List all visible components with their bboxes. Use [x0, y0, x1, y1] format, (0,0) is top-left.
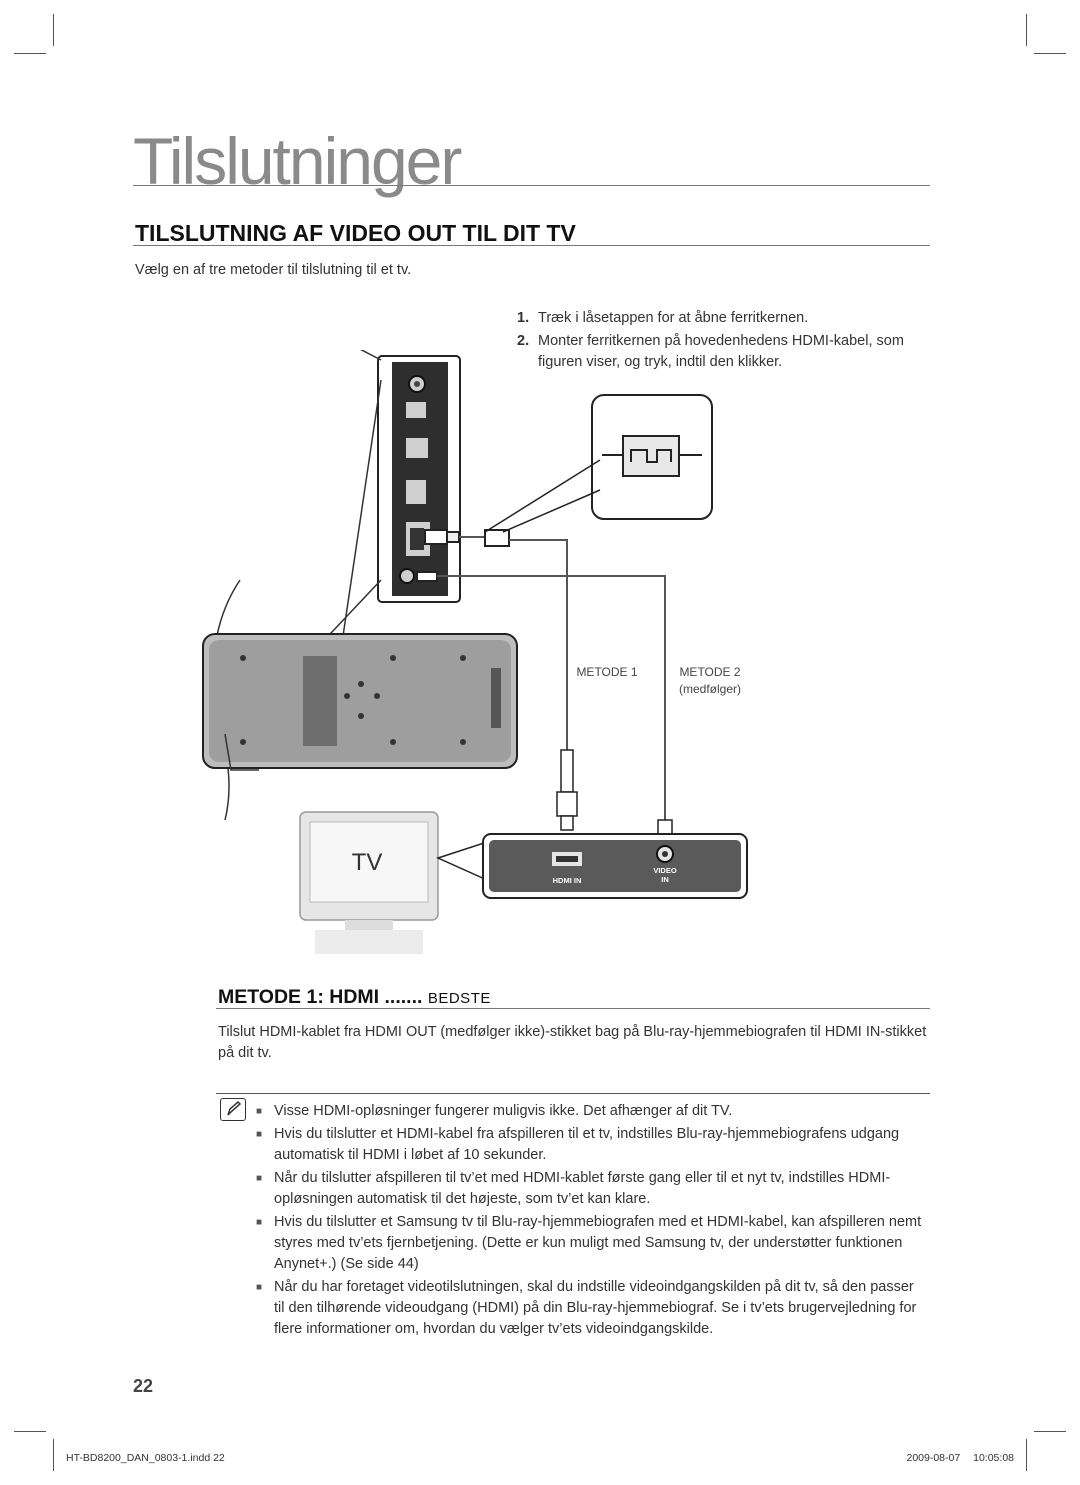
note-item: ■ Hvis du tilslutter et Samsung tv til Bl…: [255, 1212, 925, 1275]
bullet-icon: ■: [256, 1129, 263, 1140]
ferrite-steps: 1. Træk i låsetappen for at åbne ferritk…: [517, 308, 917, 375]
chapter-title: Tilslutninger: [133, 124, 462, 198]
note-text: Når du har foretaget videotilslutningen,…: [274, 1279, 917, 1337]
crop-mark: [53, 14, 54, 46]
section-divider: [133, 245, 930, 246]
bullet-icon: ■: [256, 1106, 263, 1117]
note-item: ■ Visse HDMI-opløsninger fungerer muligvi…: [255, 1101, 925, 1122]
method-title-sub: BEDSTE: [427, 990, 491, 1007]
note-text: Hvis du tilslutter et HDMI-kabel fra afs…: [274, 1126, 900, 1163]
notes-divider: [216, 1093, 930, 1094]
notes-list: ■ Visse HDMI-opløsninger fungerer muligvi…: [255, 1101, 925, 1342]
composite-cable-method2: [416, 571, 666, 820]
rear-panel-zoom: [377, 355, 461, 603]
note-text: Hvis du tilslutter et Samsung tv til Blu…: [274, 1214, 922, 1272]
crop-mark: [14, 1431, 46, 1432]
crop-mark: [1026, 1439, 1027, 1471]
note-item: ■ Hvis du tilslutter et HDMI-kabel fra af…: [255, 1124, 925, 1166]
tv-input-panel: HDMI IN VIDEO IN: [435, 833, 748, 899]
method-title: METODE 1: HDMI ....... BEDSTE: [218, 986, 491, 1009]
method2-sublabel: (medfølger): [679, 682, 741, 696]
note-icon: [220, 1098, 246, 1121]
step-text: Monter ferritkernen på hovedenhedens HDM…: [538, 333, 904, 370]
page-number: 22: [133, 1376, 154, 1396]
ferrite-core-zoom: [484, 394, 713, 533]
method2-label: METODE 2: [679, 665, 740, 679]
note-text: Når du tilslutter afspilleren til tv’et …: [274, 1170, 891, 1207]
footer-file: HT-BD8200_DAN_0803-1.indd 22: [66, 1452, 225, 1464]
hdmi-cable-method1: [424, 529, 568, 750]
footer-timestamp: 2009-08-07 10:05:08: [906, 1452, 1014, 1464]
video-in-label: VIDEO: [653, 866, 677, 875]
crop-mark: [1034, 53, 1066, 54]
crop-mark: [1026, 14, 1027, 46]
step-item: 2. Monter ferritkernen på hovedenhedens …: [517, 331, 917, 373]
section-title: TILSLUTNING AF VIDEO OUT TIL DIT TV: [135, 220, 576, 246]
method-title-main: METODE 1: HDMI .......: [218, 986, 423, 1008]
method-divider: [216, 1008, 930, 1009]
method1-label: METODE 1: [576, 665, 637, 679]
note-item: ■ Når du tilslutter afspilleren til tv’et…: [255, 1168, 925, 1210]
crop-mark: [14, 53, 46, 54]
chapter-divider: [133, 185, 930, 186]
bullet-icon: ■: [256, 1217, 263, 1228]
step-number: 1.: [517, 310, 530, 326]
footer-time: 10:05:08: [973, 1452, 1014, 1464]
bullet-icon: ■: [256, 1173, 263, 1184]
hdmi-plug-tv: [556, 749, 578, 831]
bullet-icon: ■: [256, 1282, 263, 1293]
crop-mark: [53, 1439, 54, 1471]
footer-date: 2009-08-07: [906, 1452, 961, 1464]
connection-diagram: METODE 1 METODE 2 (medfølger) TV HDMI IN…: [202, 350, 748, 954]
note-text: Visse HDMI-opløsninger fungerer muligvis…: [274, 1103, 733, 1119]
hdmi-in-label: HDMI IN: [553, 876, 582, 885]
step-text: Træk i låsetappen for at åbne ferritkern…: [538, 310, 809, 326]
step-item: 1. Træk i låsetappen for at åbne ferritk…: [517, 308, 917, 329]
step-number: 2.: [517, 333, 530, 349]
crop-mark: [1034, 1431, 1066, 1432]
video-in-label-2: IN: [661, 875, 669, 884]
tv-label: TV: [352, 849, 383, 876]
intro-text: Vælg en af tre metoder til tilslutning t…: [135, 262, 412, 278]
method-body: Tilslut HDMI-kablet fra HDMI OUT (medføl…: [218, 1024, 927, 1061]
note-item: ■ Når du har foretaget videotilslutningen…: [255, 1277, 925, 1340]
home-theater-unit: [202, 579, 518, 821]
tv-illustration: TV: [299, 811, 439, 954]
